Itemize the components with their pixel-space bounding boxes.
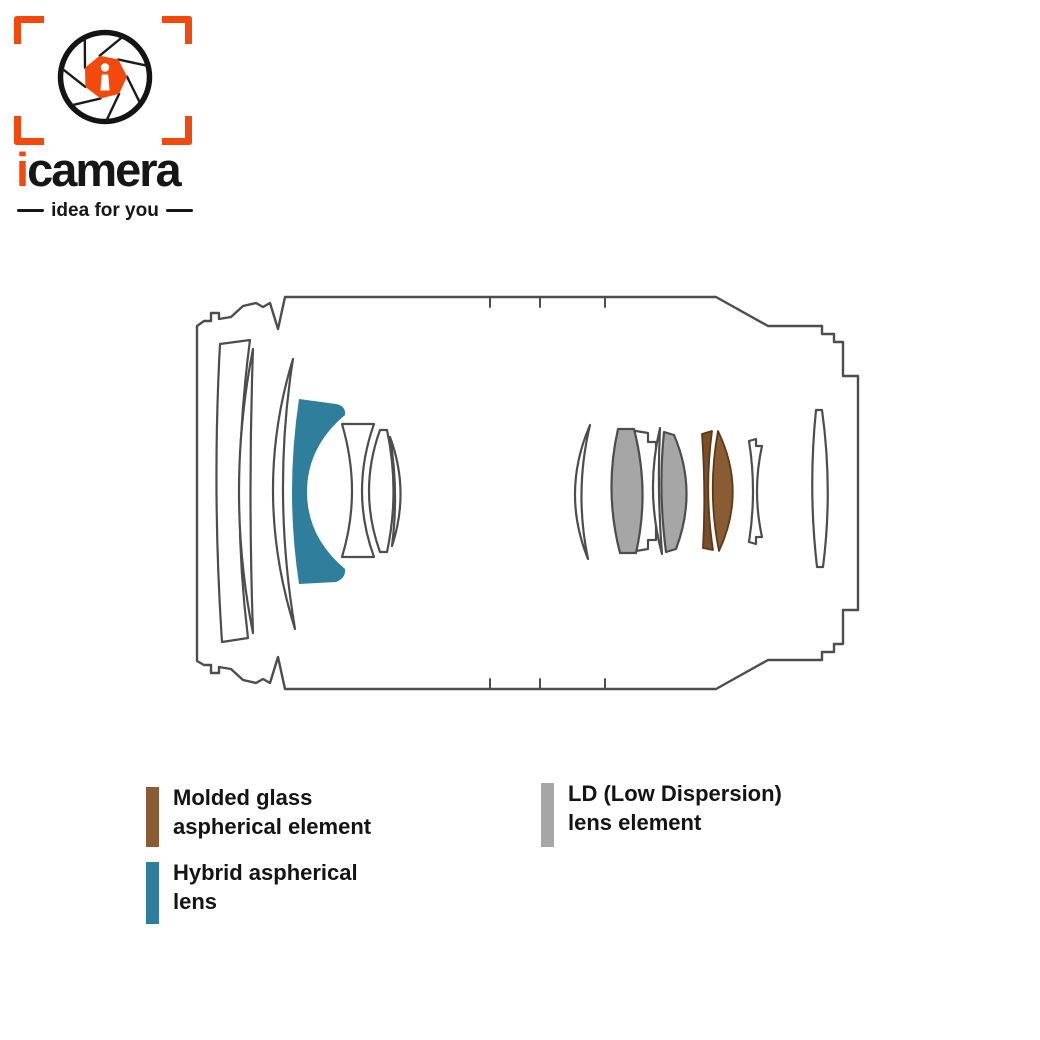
lens-element-molded-aspherical — [711, 430, 734, 552]
legend-label-line: Molded glass — [173, 785, 313, 810]
lens-element-hybrid-aspherical — [292, 399, 346, 584]
hybrid-aspherical-swatch-rect — [146, 862, 159, 924]
ld-swatch — [541, 783, 554, 847]
legend-label-hybrid-aspherical: Hybrid aspherical lens — [173, 858, 358, 916]
lens-element-rear-crescent — [573, 423, 592, 561]
legend-item-hybrid-aspherical: Hybrid aspherical lens — [146, 860, 358, 924]
legend-label-line: lens element — [568, 810, 702, 835]
lens-element-ld-biconvex — [610, 427, 644, 555]
brand-tagline: idea for you — [14, 201, 196, 220]
lens-element-front-meniscus — [237, 347, 255, 635]
barrel-tick-marks — [489, 297, 606, 689]
viewfinder-brackets-icon — [14, 16, 192, 145]
legend-label-line: lens — [173, 889, 218, 914]
tagline-text: idea for you — [51, 200, 159, 221]
brand-logo: icamera idea for you — [14, 15, 196, 220]
lens-element-rear — [811, 408, 829, 569]
lens-element-biconvex-small — [367, 428, 395, 554]
ld-swatch-rect — [541, 783, 554, 847]
brand-wordmark: icamera — [16, 146, 198, 193]
hybrid-aspherical-swatch — [146, 862, 159, 924]
lens-element-thin-meniscus — [388, 435, 402, 548]
aperture-glyph — [57, 29, 153, 125]
legend-item-ld: LD (Low Dispersion) lens element — [541, 781, 782, 847]
lens-element-thin-concave — [747, 437, 764, 546]
legend-label-line: LD (Low Dispersion) — [568, 781, 782, 806]
lens-element-biconcave — [340, 422, 376, 559]
wordmark-camera: camera — [27, 143, 182, 196]
tagline-dash-left — [17, 209, 45, 212]
lens-element-crescent — [271, 357, 297, 631]
tagline-dash-right — [165, 209, 193, 212]
legend-label-ld: LD (Low Dispersion) lens element — [568, 779, 782, 837]
legend-item-molded-glass: Molded glass aspherical element — [146, 785, 371, 847]
legend-label-molded-glass: Molded glass aspherical element — [173, 783, 371, 841]
lens-element-shell-meniscus — [651, 426, 664, 556]
lens-barrel-outline — [195, 295, 860, 691]
lens-element-ld-convex — [660, 430, 688, 554]
legend-label-line: Hybrid aspherical — [173, 860, 358, 885]
wordmark-i: i — [16, 143, 29, 196]
lens-element-molded-aspherical-dark — [701, 430, 714, 551]
molded-glass-swatch — [146, 787, 159, 847]
aperture-blades — [61, 36, 148, 122]
camera-aperture-icon — [14, 16, 192, 145]
legend-label-line: aspherical element — [173, 814, 372, 839]
logo-i-glyph — [100, 63, 110, 91]
molded-glass-swatch-rect — [146, 787, 159, 847]
